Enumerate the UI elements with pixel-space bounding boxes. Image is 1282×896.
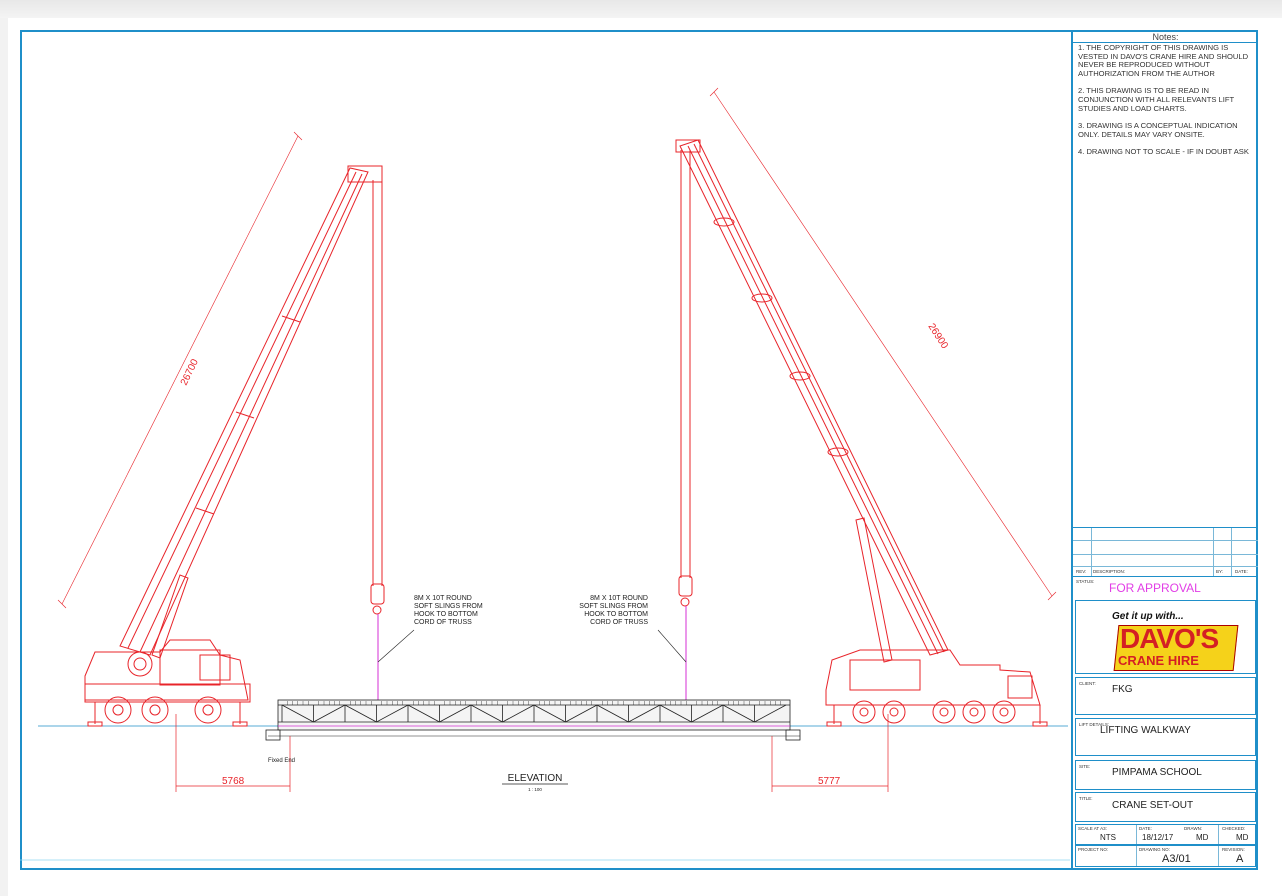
revision-label: REVISION: [1222, 847, 1245, 852]
viewer-top-bar [0, 0, 1282, 18]
description-col: DESCRIPTION: [1093, 569, 1126, 574]
right-sling-note: 8M X 10T ROUND SOFT SLINGS FROM HOOK TO … [579, 595, 648, 626]
note-1: 1. THE COPYRIGHT OF THIS DRAWING IS VEST… [1078, 43, 1249, 78]
project-label: PROJECT NO: [1078, 847, 1109, 852]
title-value: CRANE SET-OUT [1112, 800, 1194, 811]
date-label: DATE: [1139, 826, 1152, 831]
revision-value: A [1236, 853, 1244, 865]
site-box: SITE: PIMPAMA SCHOOL [1075, 760, 1256, 790]
svg-text:8M X 10T ROUND: 8M X 10T ROUND [590, 595, 648, 602]
note-2: 2. THIS DRAWING IS TO BE READ IN CONJUNC… [1078, 86, 1234, 113]
drawing-number-row: PROJECT NO: DRAWING NO: A3/01 REVISION: … [1075, 845, 1256, 867]
notes-title: Notes: [1152, 32, 1179, 42]
left-crane [57, 131, 385, 727]
left-leader [377, 629, 415, 663]
svg-text:CORD OF TRUSS: CORD OF TRUSS [590, 619, 648, 626]
right-crane [675, 87, 1057, 727]
dimension-lines [175, 714, 889, 792]
client-label: CLIENT: [1079, 681, 1096, 686]
svg-text:8M X 10T ROUND: 8M X 10T ROUND [414, 595, 472, 602]
svg-text:HOOK TO BOTTOM: HOOK TO BOTTOM [584, 611, 648, 618]
drawn-label: DRAWN: [1184, 826, 1203, 831]
drawing-no-label: DRAWING NO: [1139, 847, 1170, 852]
rev-col: REV: [1076, 569, 1087, 574]
by-col: BY: [1216, 569, 1224, 574]
logo-name: DAVO'S [1120, 623, 1219, 654]
lift-label: LIFT DETAILS: [1079, 722, 1110, 727]
fixed-end-label: Fixed End [268, 758, 295, 764]
right-dim-label: 5777 [818, 776, 841, 787]
status-value: FOR APPROVAL [1109, 581, 1201, 595]
date-value: 18/12/17 [1142, 833, 1174, 842]
meta-row: SCALE AT A3: NTS DATE: 18/12/17 DRAWN: M… [1075, 824, 1256, 845]
site-value: PIMPAMA SCHOOL [1112, 767, 1202, 778]
scale-label: SCALE AT A3: [1078, 826, 1107, 831]
svg-text:SOFT SLINGS FROM: SOFT SLINGS FROM [414, 603, 483, 610]
logo-sub: CRANE HIRE [1118, 653, 1199, 668]
left-dim-label: 5768 [222, 776, 245, 787]
logo-tagline: Get it up with... [1112, 611, 1184, 622]
note-4: 4. DRAWING NOT TO SCALE - IF IN DOUBT AS… [1078, 147, 1249, 157]
svg-text:HOOK TO BOTTOM: HOOK TO BOTTOM [414, 611, 478, 618]
notes-list: 1. THE COPYRIGHT OF THIS DRAWING IS VEST… [1078, 43, 1254, 166]
title-label: TITLE: [1079, 796, 1093, 801]
walkway-truss [265, 699, 801, 741]
elevation-title: ELEVATION [508, 773, 563, 784]
left-sling-note: 8M X 10T ROUND SOFT SLINGS FROM HOOK TO … [414, 595, 483, 626]
svg-text:CORD OF TRUSS: CORD OF TRUSS [414, 619, 472, 626]
site-label: SITE: [1079, 764, 1091, 769]
client-box: CLIENT: FKG [1075, 677, 1256, 715]
title-block: Notes: 1. THE COPYRIGHT OF THIS DRAWING … [1071, 30, 1258, 870]
scale-value: NTS [1100, 833, 1116, 842]
lift-value: LIFTING WALKWAY [1100, 725, 1191, 736]
elevation-scale: 1 : 100 [528, 787, 542, 792]
checked-value: MD [1236, 833, 1249, 842]
client-value: FKG [1112, 684, 1133, 695]
drawn-value: MD [1196, 833, 1209, 842]
date-col: DATE: [1235, 569, 1248, 574]
lift-details-box: LIFT DETAILS: LIFTING WALKWAY [1075, 718, 1256, 756]
svg-text:SOFT SLINGS FROM: SOFT SLINGS FROM [579, 603, 648, 610]
right-leader [657, 629, 687, 663]
drawing-no-value: A3/01 [1162, 853, 1191, 865]
checked-label: CHECKED: [1222, 826, 1246, 831]
viewer-left-strip [0, 18, 8, 896]
note-3: 3. DRAWING IS A CONCEPTUAL INDICATION ON… [1078, 121, 1238, 139]
right-boom-length: 26900 [925, 322, 950, 352]
revision-table: REV: DESCRIPTION: BY: DATE: STATUS: FOR … [1073, 527, 1258, 597]
title-box: TITLE: CRANE SET-OUT [1075, 792, 1256, 822]
company-logo: Get it up with... DAVO'S CRANE HIRE [1075, 600, 1256, 674]
left-boom-length: 26700 [179, 357, 201, 387]
status-label: STATUS: [1076, 579, 1095, 584]
